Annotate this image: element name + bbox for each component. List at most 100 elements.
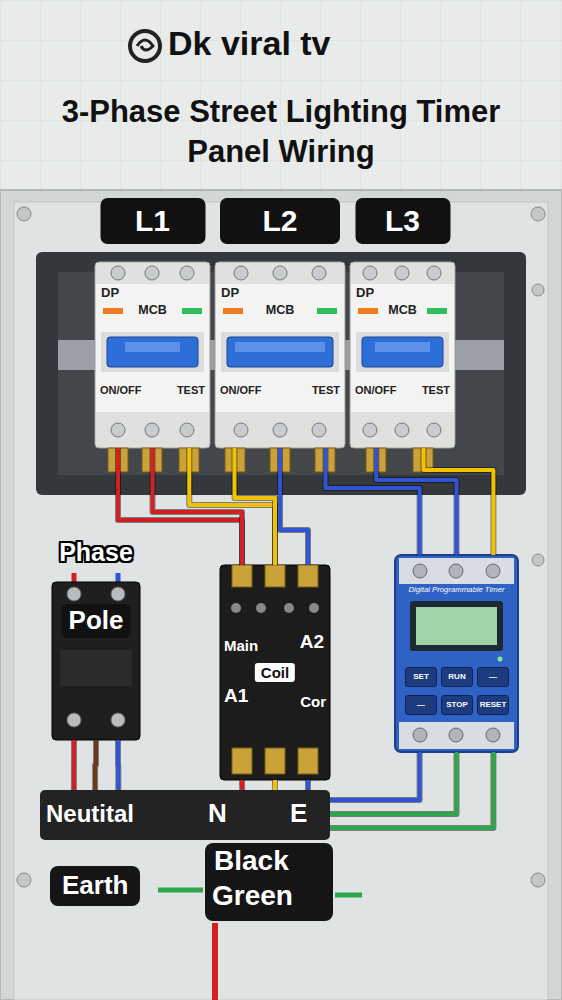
button-label: — xyxy=(478,668,508,686)
wire xyxy=(235,448,276,565)
wire-shadow xyxy=(235,448,276,565)
wire-shadow xyxy=(189,448,275,565)
device-label: MCB xyxy=(95,303,210,317)
wire-color-tag xyxy=(205,843,333,921)
wire xyxy=(376,448,456,555)
pole-switch: PhasePole xyxy=(52,582,140,740)
test-label: TEST xyxy=(312,384,340,397)
contactor: MainA2CoilA1Cor xyxy=(220,565,330,780)
test-label: TEST xyxy=(177,384,205,397)
brand-logo: Dk viral tv xyxy=(168,24,331,63)
enclosure xyxy=(0,190,562,1000)
mcb-breaker: L1DPMCBON/OFFTEST xyxy=(95,262,210,448)
terminal-label: N xyxy=(208,799,227,829)
wire-shadow xyxy=(115,740,121,790)
timer-button: — xyxy=(405,695,437,715)
timer-unit: Digital Programmable TimerSET RUN — — STOP RE… xyxy=(395,555,518,752)
switch-label: ON/OFF xyxy=(100,384,142,397)
button-label: RUN xyxy=(442,668,472,686)
wire-shadow xyxy=(330,752,420,800)
wire xyxy=(330,752,420,800)
wire xyxy=(93,740,98,790)
phase-tag: L2 xyxy=(220,198,340,244)
wire-color-label: Green xyxy=(212,880,293,912)
wire xyxy=(326,448,420,555)
pole-type: DP xyxy=(101,286,119,301)
button-label: — xyxy=(406,696,436,714)
button-label: STOP xyxy=(442,696,472,714)
terminal-label: Main xyxy=(224,637,258,654)
test-label: TEST xyxy=(422,384,450,397)
wire-shadow xyxy=(92,740,99,790)
wire-connector xyxy=(330,752,493,828)
button-label: SET xyxy=(406,668,436,686)
wire-shadow xyxy=(326,448,420,555)
earth-wire xyxy=(335,893,362,898)
mcb-breaker xyxy=(215,262,345,472)
switch-label: ON/OFF xyxy=(220,384,262,397)
wire xyxy=(280,448,308,565)
timer-button: — xyxy=(477,667,509,687)
wire-shadow xyxy=(330,752,457,814)
wire-connector xyxy=(74,740,118,790)
wire xyxy=(306,780,310,790)
wire-shadow xyxy=(280,448,308,565)
earth-wire xyxy=(158,888,203,893)
wire-shadow xyxy=(239,780,245,790)
terminal-bar: Neutital N E xyxy=(40,790,330,840)
timer-button: SET xyxy=(405,667,437,687)
supply-wire xyxy=(212,923,218,1000)
logo-mark xyxy=(130,31,160,61)
wire-shadow xyxy=(330,752,493,828)
wire xyxy=(424,448,494,555)
wire xyxy=(240,780,244,790)
coil-label: Coil xyxy=(255,663,295,682)
device-label: Pole xyxy=(62,604,131,638)
switch-label: ON/OFF xyxy=(355,384,397,397)
wire-shadow xyxy=(71,740,77,790)
wire xyxy=(273,780,277,790)
pole-type: DP xyxy=(221,286,239,301)
wire-shadow xyxy=(272,780,278,790)
wire-connector xyxy=(376,448,493,555)
earth-tag: Earth xyxy=(50,866,140,906)
timer-button: RUN xyxy=(441,667,473,687)
wire-shadow xyxy=(376,448,456,555)
wire xyxy=(330,752,493,828)
button-label: RESET xyxy=(478,696,508,714)
wire xyxy=(116,740,120,790)
timer-unit xyxy=(395,555,518,752)
mcb-breaker xyxy=(350,262,455,472)
wire xyxy=(189,448,275,565)
wire-connector xyxy=(235,448,309,565)
device-label: MCB xyxy=(215,303,345,317)
phase-tag: L3 xyxy=(355,198,450,244)
phase-heading: Phase xyxy=(59,538,133,567)
wire-shadow xyxy=(305,780,311,790)
device-title: Digital Programmable Timer xyxy=(395,586,518,595)
wire-connector xyxy=(242,780,308,790)
bar-label: Neutital xyxy=(46,800,134,828)
device-label: MCB xyxy=(350,303,455,317)
terminal-label: A2 xyxy=(300,631,324,653)
diagram-title: 3-Phase Street Lighting Timer Panel Wiri… xyxy=(36,92,526,172)
wire-color-label: Black xyxy=(214,845,289,877)
pole-type: DP xyxy=(356,286,374,301)
mcb-breaker: L2DPMCBON/OFFTEST xyxy=(215,262,345,448)
pole-switch xyxy=(52,573,140,740)
wire-shadow xyxy=(424,448,494,555)
wire xyxy=(72,740,76,790)
phase-tag: L1 xyxy=(100,198,205,244)
contactor xyxy=(220,565,330,780)
wire-connector xyxy=(326,448,420,555)
terminal-label: E xyxy=(290,799,307,829)
timer-button: STOP xyxy=(441,695,473,715)
wire xyxy=(330,752,457,814)
terminal-label: Cor xyxy=(300,693,326,710)
timer-button: RESET xyxy=(477,695,509,715)
mcb-breaker: L3DPMCBON/OFFTEST xyxy=(350,262,455,448)
wire-connector xyxy=(118,448,275,565)
mcb-breaker xyxy=(95,262,210,472)
